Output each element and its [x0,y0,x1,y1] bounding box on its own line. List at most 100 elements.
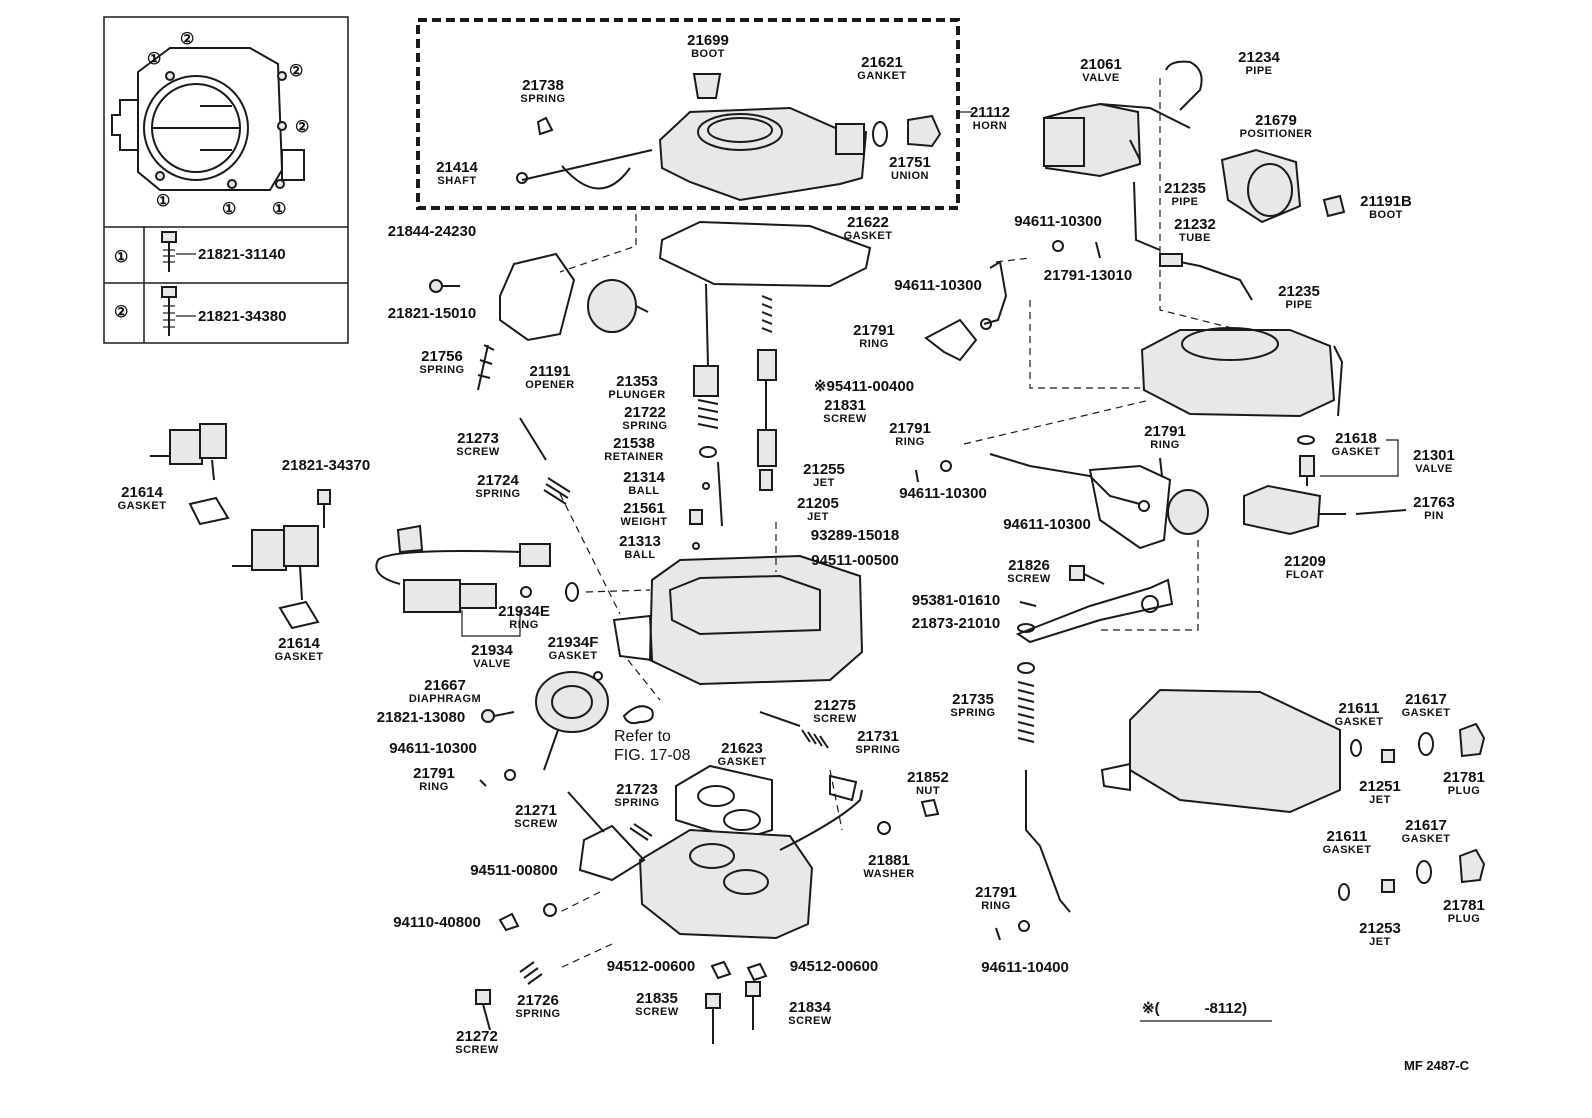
part-number: 21731 [857,728,899,745]
part-number: 21611 [1339,700,1380,717]
part-number: 21538 [613,435,655,452]
part-name: GASKET [1323,844,1372,856]
part-name: RING [509,619,539,631]
bracket-21934 [461,610,521,637]
weight-drawing [689,509,703,525]
carburetor-body-drawing [612,554,864,686]
part-number: 21791 [889,420,931,437]
callout-94512-00600: 94512-00600 [607,958,695,975]
gasket-ring-drawing [1350,739,1362,757]
part-number: 21232 [1174,216,1216,233]
part-number: 21821-13080 [377,709,465,726]
washer-drawing [877,821,891,835]
choke-housing-drawing [1088,464,1172,550]
part-name: PLUG [1448,785,1481,797]
plug-drawing [1458,722,1486,758]
plug-drawing [1458,848,1486,884]
part-number: 21205 [797,495,839,512]
dash-leader [627,659,661,701]
inset-row1-partno: 21821-31140 [198,246,286,263]
part-name: GASKET [1402,707,1451,719]
part-number: 95381-01610 [912,592,1000,609]
inset-mark-1b: ① [156,193,170,210]
part-name: VALVE [1415,463,1453,475]
part-number: 21826 [1008,557,1050,574]
callout-94611-10300: 94611-10300 [894,277,982,294]
inset-border [103,16,349,344]
part-number: 21852 [907,769,949,786]
part-number: 21667 [424,677,466,694]
part-name: GASKET [275,651,324,663]
ball-drawing [692,542,700,550]
nut-drawing [710,960,732,980]
ring-drawing [980,318,992,330]
spring-drawing [1017,681,1035,743]
part-number: 94611-10300 [899,485,987,502]
part-name: VALVE [1082,72,1120,84]
clip-drawing [1019,601,1037,607]
part-name: SCREW [455,1044,499,1056]
gasket-base-drawing [675,764,773,842]
part-number: 21621 [861,54,903,71]
callout-94110-40800: 94110-40800 [393,914,481,931]
part-number: 21191 [530,363,571,380]
spring-drawing [629,823,653,841]
part-number: 21735 [952,691,994,708]
dash-leader [1100,540,1199,631]
callout-94611-10300: 94611-10300 [1003,516,1091,533]
throttle-switch-drawing [232,525,319,601]
gasket-plate-drawing [658,220,872,288]
gasket-ring-drawing [872,121,888,147]
part-name: OPENER [525,379,574,391]
part-name: PIPE [1285,299,1312,311]
part-name: SCREW [514,818,558,830]
ring-drawing [1018,920,1030,932]
gasket-ring-drawing [1338,883,1350,901]
gasket-ring-drawing [565,582,579,602]
throttle-body-flange-drawing [111,47,305,191]
callout-21821-13080: 21821-13080 [377,709,465,726]
screw-drawing [759,711,801,727]
part-number: 94512-00600 [607,958,695,975]
part-number: 21756 [421,348,463,365]
screw-drawing [1069,565,1105,585]
washer-drawing [543,903,557,917]
part-name: PLUNGER [608,389,665,401]
part-name: GASKET [1402,833,1451,845]
part-number: 21313 [619,533,661,550]
screw-drawing [567,791,605,833]
pipe-drawing [1165,60,1203,111]
pipe-drawing [1169,259,1253,301]
gasket-ring-drawing [1297,435,1315,445]
part-name: PIN [1424,510,1444,522]
float-drawing [1243,484,1346,536]
gasket-drawing [278,600,320,630]
part-number: 21724 [477,472,519,489]
part-number: 21611 [1327,828,1368,845]
part-number: 21271 [515,802,557,819]
ring-drawing [520,586,532,598]
part-number: 21791-13010 [1044,267,1132,284]
part-number: 21835 [636,990,678,1007]
part-number: 21751 [889,154,931,171]
part-number: ※95411-00400 [814,378,914,395]
part-number: 21622 [847,214,889,231]
